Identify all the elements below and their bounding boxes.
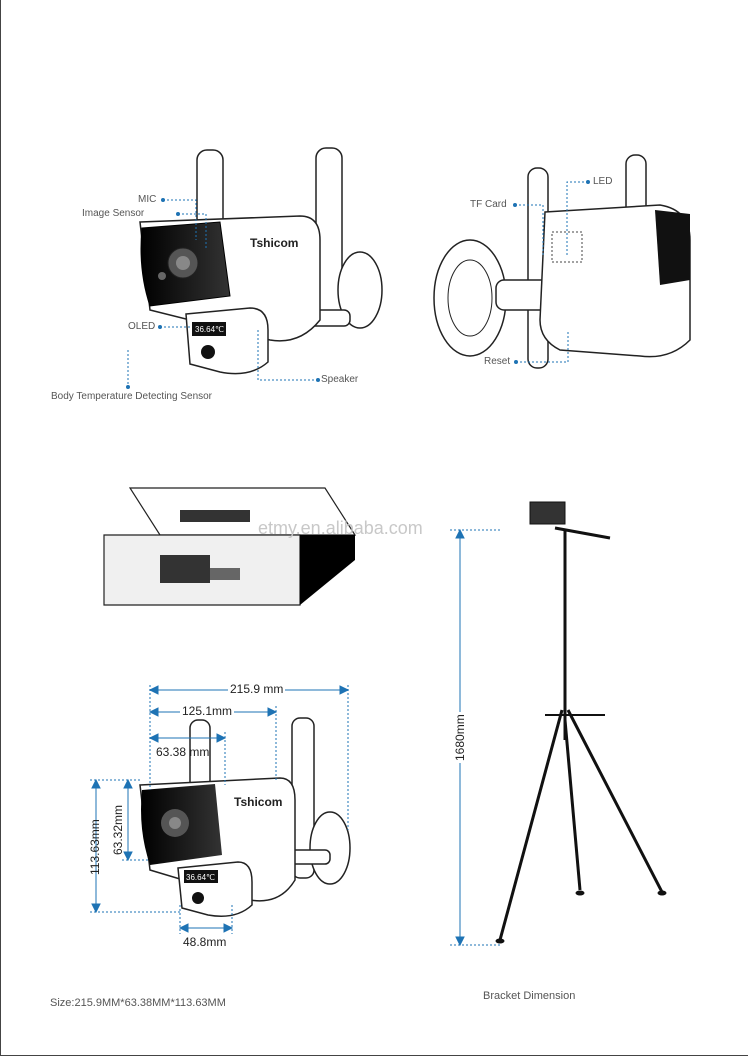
- label-image-sensor: Image Sensor: [82, 208, 145, 219]
- label-body-temp-sensor: Body Temperature Detecting Sensor: [51, 391, 213, 402]
- brand-logo-dim: Tshicom: [234, 795, 283, 809]
- label-mic: MIC: [138, 194, 157, 205]
- dim-width-front: 63.38 mm: [156, 745, 210, 759]
- tripod-drawing: [495, 501, 667, 944]
- callout-lines: [127, 181, 588, 387]
- callout-dots: [126, 180, 590, 389]
- dim-height-front: 63.32mm: [111, 804, 125, 855]
- rear-camera-drawing: [433, 154, 691, 369]
- label-tf-card: TF Card: [470, 199, 507, 210]
- dim-width-body: 125.1mm: [180, 704, 235, 718]
- dim-width-total: 215.9 mm: [228, 682, 286, 696]
- label-speaker: Speaker: [321, 374, 359, 385]
- oled-readout-dim: 36.64℃: [186, 873, 215, 882]
- watermark: etmy.en.alibaba.com: [258, 518, 423, 538]
- dim-height-total: 113.63mm: [88, 819, 102, 875]
- label-oled: OLED: [128, 321, 156, 332]
- dim-depth-bottom: 48.8mm: [183, 935, 227, 949]
- caption-bracket: Bracket Dimension: [483, 990, 576, 1002]
- brand-logo-front: Tshicom: [250, 236, 299, 250]
- label-reset: Reset: [484, 356, 511, 367]
- front-camera-drawing: 36.64℃: [139, 147, 383, 375]
- caption-size: Size:215.9MM*63.38MM*113.63MM: [50, 997, 226, 1009]
- packaging-box: [103, 487, 357, 606]
- oled-readout-front: 36.64℃: [195, 325, 224, 334]
- label-led: LED: [593, 176, 613, 187]
- dim-tripod-height: 1680mm: [453, 712, 467, 763]
- dimensioned-camera-drawing: 36.64℃: [139, 717, 351, 917]
